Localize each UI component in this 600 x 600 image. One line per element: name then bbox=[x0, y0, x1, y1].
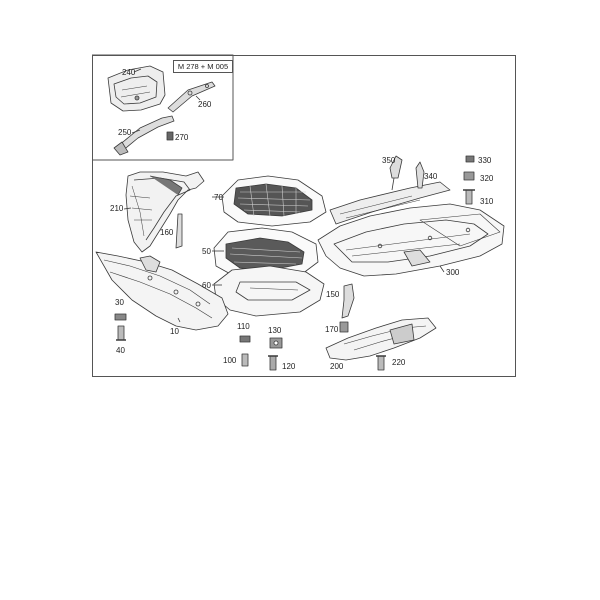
callout-30: 30 bbox=[115, 298, 124, 307]
callout-240: 240 bbox=[122, 68, 136, 77]
leader-210 bbox=[123, 207, 132, 210]
part-60-lower-panel bbox=[213, 265, 325, 317]
part-220-bolt bbox=[376, 355, 386, 371]
part-250-bracket bbox=[113, 115, 175, 156]
callout-320: 320 bbox=[480, 174, 494, 183]
part-160-support bbox=[175, 213, 183, 249]
part-270-clip bbox=[166, 131, 174, 141]
part-340-bracket bbox=[415, 161, 425, 189]
callout-120: 120 bbox=[282, 362, 296, 371]
part-150-strut bbox=[341, 283, 355, 319]
callout-130: 130 bbox=[268, 326, 282, 335]
callout-310: 310 bbox=[480, 197, 494, 206]
callout-160: 160 bbox=[160, 228, 174, 237]
callout-10: 10 bbox=[170, 327, 179, 336]
callout-270: 270 bbox=[175, 133, 189, 142]
leader-10 bbox=[177, 317, 181, 323]
part-260-bracket bbox=[167, 81, 216, 113]
part-240-shield bbox=[107, 65, 166, 112]
part-side-rail bbox=[329, 181, 451, 225]
callout-100: 100 bbox=[223, 356, 237, 365]
callout-170: 170 bbox=[325, 325, 339, 334]
callout-60: 60 bbox=[202, 281, 211, 290]
callout-260: 260 bbox=[198, 100, 212, 109]
callout-350: 350 bbox=[382, 156, 396, 165]
part-320-nut bbox=[463, 171, 475, 181]
callout-340: 340 bbox=[424, 172, 438, 181]
callout-250: 250 bbox=[118, 128, 132, 137]
part-330-clip bbox=[465, 155, 475, 163]
callout-300: 300 bbox=[446, 268, 460, 277]
part-200-rear-shield bbox=[325, 317, 437, 361]
part-40-bolt bbox=[116, 325, 126, 341]
part-210-wheel-arch-liner bbox=[125, 171, 205, 253]
callout-150: 150 bbox=[326, 290, 340, 299]
part-110-clip bbox=[239, 335, 251, 343]
part-50-middle-panel bbox=[213, 227, 319, 279]
part-130-nut bbox=[269, 337, 283, 349]
part-70-underbody-panel bbox=[221, 175, 327, 227]
callout-40: 40 bbox=[116, 346, 125, 355]
callout-70: 70 bbox=[214, 193, 223, 202]
leader-240 bbox=[133, 68, 142, 73]
inset-title: M 278 + M 005 bbox=[173, 60, 233, 73]
part-310-bolt bbox=[463, 189, 475, 205]
callout-110: 110 bbox=[237, 322, 250, 331]
callout-210: 210 bbox=[110, 204, 124, 213]
callout-200: 200 bbox=[330, 362, 344, 371]
part-300-floor-panel bbox=[317, 203, 505, 277]
part-100-bolt bbox=[241, 353, 249, 367]
part-170-clip bbox=[339, 321, 349, 333]
inset-box-outline bbox=[92, 54, 234, 161]
callout-50: 50 bbox=[202, 247, 211, 256]
part-10-front-panel bbox=[95, 251, 229, 331]
leader-260 bbox=[195, 95, 201, 101]
part-120-screw bbox=[268, 355, 278, 371]
leader-250 bbox=[131, 129, 141, 134]
callout-330: 330 bbox=[478, 156, 492, 165]
part-30-clip bbox=[114, 313, 127, 321]
leader-300 bbox=[439, 265, 445, 273]
part-350-bracket bbox=[389, 155, 403, 191]
callout-220: 220 bbox=[392, 358, 406, 367]
